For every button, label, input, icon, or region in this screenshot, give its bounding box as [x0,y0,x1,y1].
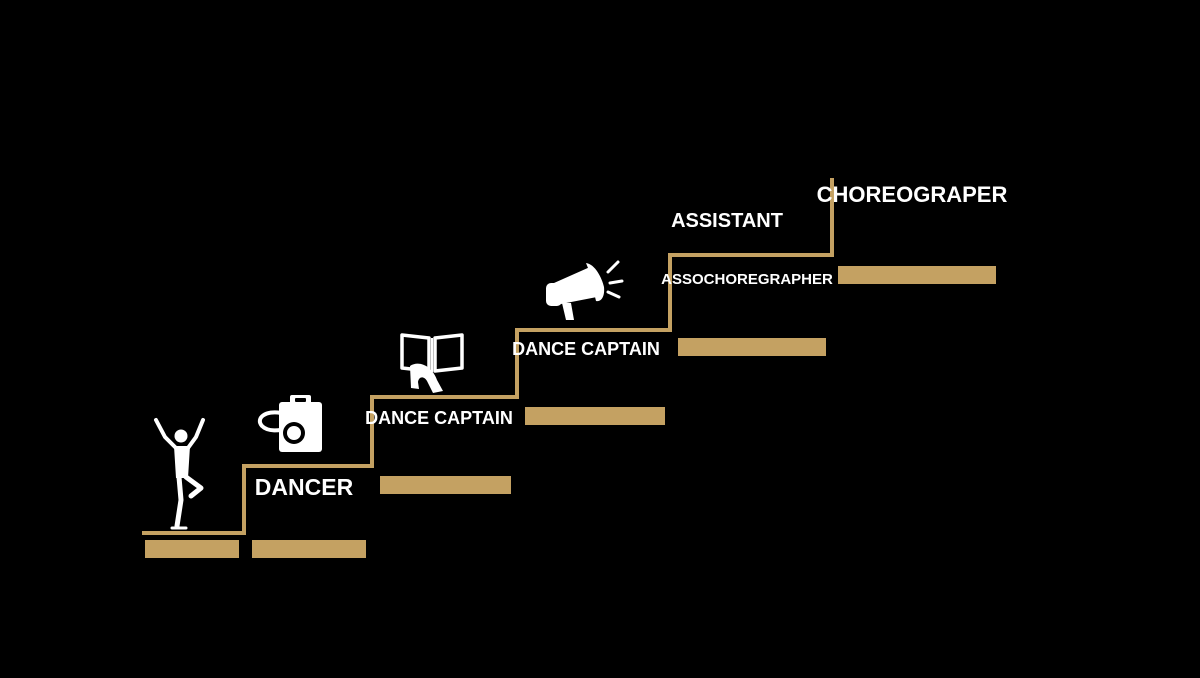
label-assochoregrapher: ASSOCHOREGRAPHER [661,271,833,288]
step-bar-4 [525,407,665,425]
step-bar-3 [380,476,511,494]
open-book-icon [400,333,464,393]
label-dancer: DANCER [255,474,354,500]
dancer-figure-icon [154,418,205,530]
label-dance-captain-2: DANCE CAPTAIN [512,339,660,359]
label-dance-captain-1: DANCE CAPTAIN [365,408,513,428]
step-bar-6 [838,266,996,284]
label-assistant: ASSISTANT [671,210,783,232]
step-bar-1 [145,540,239,558]
step-bar-5 [678,338,826,356]
step-bar-2 [252,540,366,558]
label-choreographer: CHOREOGRAPER [817,182,1008,207]
megaphone-icon [546,260,624,320]
clipboard-icon [257,395,322,452]
staircase-line [142,178,834,535]
